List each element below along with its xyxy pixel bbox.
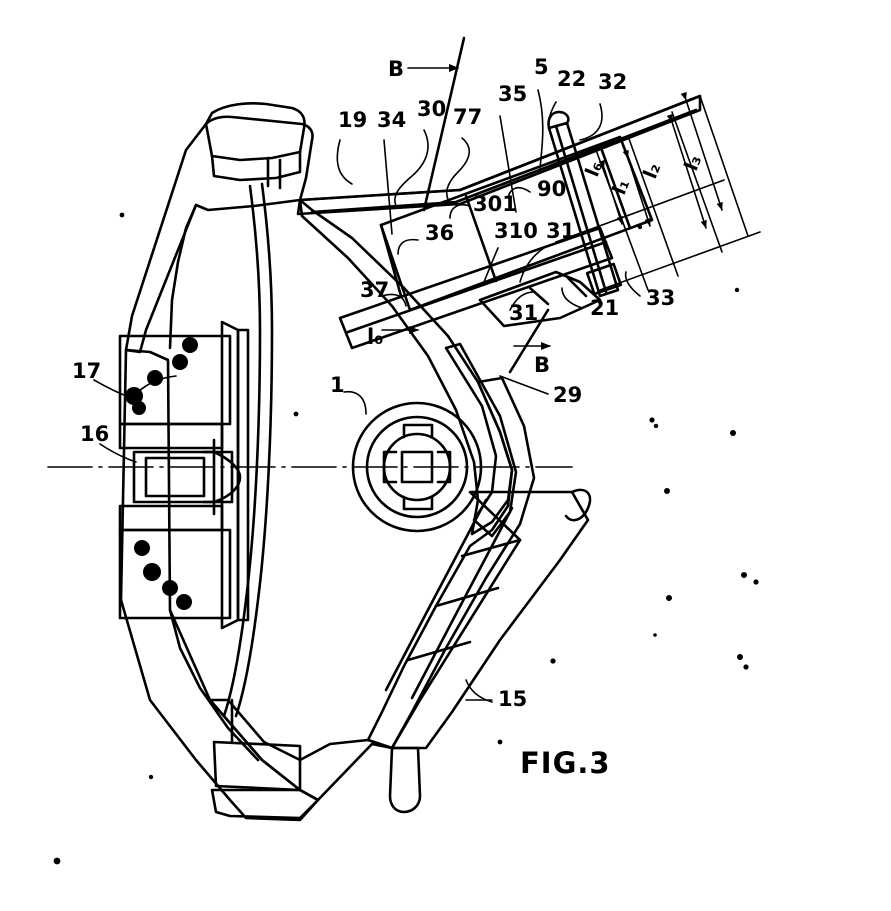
- shaft-bearing-assembly: [118, 422, 242, 532]
- ref-22: 22: [557, 67, 586, 91]
- ref-19: 19: [338, 108, 367, 132]
- ref-90: 90: [537, 177, 566, 201]
- ref-310: 310: [494, 219, 538, 243]
- ref-36: 36: [425, 221, 454, 245]
- ref-30: 30: [417, 97, 446, 121]
- ref-31-lower: 31: [509, 301, 538, 325]
- hub-support-hatch: [444, 342, 518, 538]
- ref-16: 16: [80, 422, 109, 446]
- section-label-b-top: B: [388, 57, 404, 81]
- scan-artifacts: [53, 212, 759, 865]
- diagonal-arm-body: [298, 94, 702, 536]
- sensor-block-upper: [118, 334, 232, 426]
- housing-outer-shell: [119, 115, 320, 822]
- leader-lines: [93, 89, 641, 703]
- arm-lower-detail: [478, 270, 602, 328]
- vertical-post-22: [547, 110, 623, 298]
- ref-301: 301: [473, 192, 517, 216]
- ref-5: 5: [534, 55, 549, 79]
- reference-numeral-labels: 19 34 30 77 35 5 22 32 301 90 36 310 31 …: [72, 55, 675, 711]
- section-line-b-top: B: [388, 36, 466, 212]
- bearing-cover-upper: [204, 101, 306, 190]
- ref-1: 1: [330, 373, 345, 397]
- diagonal-rail: [338, 226, 614, 350]
- dim-l6: l₆: [581, 158, 607, 180]
- ref-31: 31: [546, 219, 575, 243]
- ref-21: 21: [590, 296, 619, 320]
- ref-32: 32: [598, 70, 627, 94]
- section-line-b-bottom: B: [508, 308, 551, 377]
- ref-35: 35: [498, 82, 527, 106]
- ref-15: 15: [498, 687, 527, 711]
- ref-17: 17: [72, 359, 101, 383]
- ref-33: 33: [646, 286, 675, 310]
- ref-29: 29: [553, 383, 582, 407]
- ref-34: 34: [377, 108, 406, 132]
- base-foot: [208, 698, 394, 820]
- ref-77: 77: [453, 105, 482, 129]
- dim-l3: l₃: [680, 152, 706, 174]
- ref-l0: l₀: [367, 325, 383, 349]
- flange-plate: [220, 320, 250, 630]
- sensor-block-lower: [118, 528, 232, 620]
- internal-cavity: [222, 182, 274, 718]
- central-hub: [351, 401, 483, 533]
- ref-37: 37: [360, 278, 389, 302]
- section-label-b-bottom: B: [534, 353, 550, 377]
- figure-caption: FIG.3: [520, 746, 611, 780]
